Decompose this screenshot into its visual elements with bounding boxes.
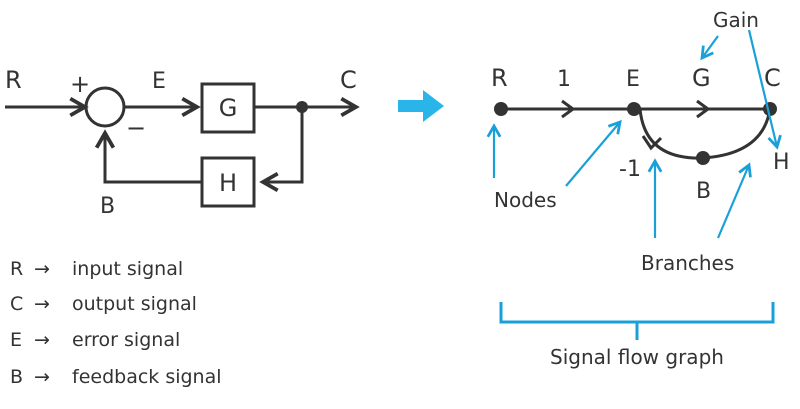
- node-e: [627, 102, 641, 116]
- legend-symbol: C: [10, 293, 24, 315]
- summing-junction: [84, 86, 126, 128]
- legend-symbol: E: [10, 329, 23, 351]
- minus-sign: −: [126, 114, 146, 142]
- h-block-label: H: [219, 169, 237, 197]
- legend-row-output: C → output signal: [10, 293, 197, 315]
- legend-meaning: error signal: [72, 329, 181, 351]
- gain-1-label: 1: [557, 67, 571, 92]
- nodes-pointer-e: [565, 119, 622, 187]
- legend-meaning: input signal: [72, 258, 184, 280]
- node-b: [696, 151, 710, 165]
- gain-pointer-h: [747, 29, 782, 150]
- node-e-label: E: [626, 67, 640, 92]
- legend-arrow: →: [34, 258, 50, 280]
- feedback-branch: [638, 108, 772, 160]
- branch-arrow-1: [561, 99, 576, 119]
- branches-pointer-right: [716, 162, 752, 239]
- legend-arrow: →: [34, 329, 50, 351]
- error-label: E: [152, 69, 166, 94]
- feedback-path-left: [94, 129, 202, 184]
- input-label: R: [5, 66, 22, 94]
- g-block-label: G: [219, 94, 238, 122]
- gain-g-label: G: [692, 64, 711, 92]
- feedback-label: B: [100, 194, 115, 219]
- feedback-arrow: [641, 135, 663, 151]
- legend-arrow: →: [34, 366, 50, 388]
- takeoff-point: [296, 101, 308, 113]
- legend-row-input: R → input signal: [10, 258, 183, 280]
- annotation-pointers: [486, 29, 782, 239]
- branch-arrow-g: [696, 99, 711, 119]
- legend-meaning: feedback signal: [72, 366, 222, 388]
- conversion-arrow-icon: [398, 90, 444, 122]
- node-b-label: B: [696, 179, 711, 204]
- node-r: [494, 102, 508, 116]
- legend-symbol: B: [10, 366, 24, 388]
- output-label: C: [340, 66, 357, 94]
- gain-pointer-g: [700, 35, 719, 61]
- graph-bracket: [499, 302, 775, 340]
- legend-symbol: R: [10, 258, 24, 280]
- graph-title: Signal flow graph: [550, 345, 724, 369]
- gain-neg1-label: -1: [619, 157, 641, 182]
- branches-annotation: Branches: [641, 251, 734, 275]
- feedback-path-right: [259, 107, 304, 193]
- node-c-label: C: [764, 64, 781, 92]
- legend-row-feedback: B → feedback signal: [10, 366, 222, 388]
- plus-sign: +: [70, 70, 90, 98]
- legend-arrow: →: [34, 293, 50, 315]
- legend-row-error: E → error signal: [10, 329, 180, 351]
- legend-meaning: output signal: [72, 293, 197, 315]
- gain-h-label: H: [773, 150, 790, 175]
- gain-annotation: Gain: [713, 8, 759, 32]
- nodes-annotation: Nodes: [494, 188, 557, 212]
- node-r-label: R: [491, 64, 508, 92]
